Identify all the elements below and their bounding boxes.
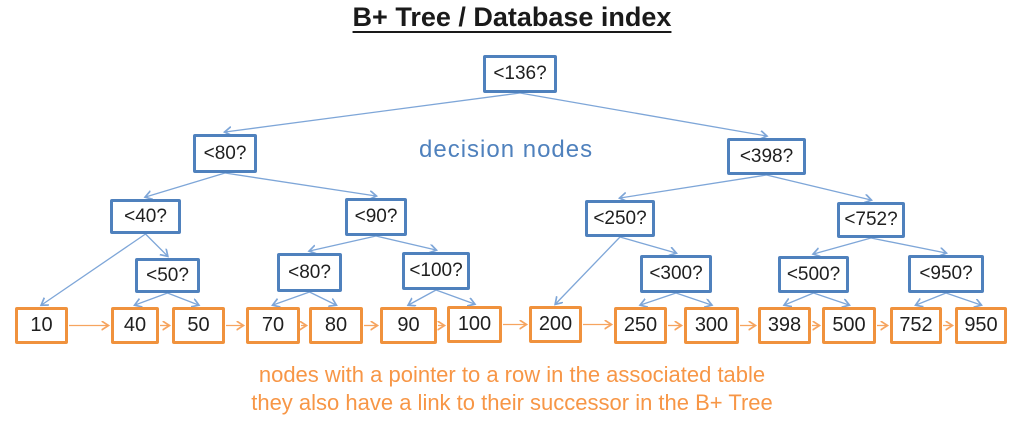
tree-edge [42, 233, 146, 305]
decision-node-752: <752? [837, 202, 905, 238]
tree-edge [273, 291, 310, 305]
tree-edge [785, 292, 814, 305]
leaf-node-398: 398 [758, 307, 811, 344]
leaf-node-500: 500 [822, 307, 876, 344]
leaf-node-50: 50 [172, 307, 225, 344]
decision-node-80b: <80? [277, 253, 342, 292]
decision-node-100: <100? [402, 252, 470, 290]
leaf-node-300: 300 [684, 307, 739, 344]
tree-edge [309, 291, 337, 305]
leaf-node-10: 10 [15, 307, 68, 344]
leaf-node-950: 950 [955, 307, 1007, 344]
decision-node-80: <80? [193, 134, 257, 173]
decision-node-398: <398? [727, 138, 806, 175]
decision-node-300: <300? [640, 255, 712, 293]
leaf-node-100: 100 [447, 306, 502, 343]
tree-edge [167, 292, 199, 305]
tree-edge [435, 289, 475, 304]
tree-edge [146, 172, 226, 197]
leaf-node-752: 752 [890, 307, 942, 344]
tree-edge [135, 292, 168, 305]
diagram-title: B+ Tree / Database index [352, 2, 672, 32]
tree-edge [814, 237, 872, 254]
tree-edge [620, 174, 767, 198]
tree-edge [145, 233, 168, 256]
tree-edge [375, 235, 436, 250]
tree-edge [916, 292, 947, 305]
tree-edge [675, 292, 712, 305]
leaf-node-80: 80 [309, 307, 363, 344]
tree-edge [619, 236, 676, 253]
decision-node-500: <500? [778, 256, 849, 293]
decision-node-90: <90? [345, 198, 407, 236]
decision-node-50: <50? [135, 258, 200, 293]
leaf-node-90: 90 [380, 307, 437, 344]
tree-edge [813, 292, 850, 305]
leaf-caption-line2: they also have a link to their successor… [251, 390, 773, 415]
decision-nodes-label: decision nodes [419, 136, 594, 163]
leaf-node-200: 200 [529, 306, 582, 343]
leaf-caption: nodes with a pointer to a row in the ass… [0, 361, 1024, 417]
decision-node-136: <136? [483, 55, 557, 93]
tree-edge [766, 174, 872, 200]
tree-edge [945, 292, 981, 305]
tree-edge [556, 236, 621, 304]
leaf-node-250: 250 [614, 307, 667, 344]
leaf-node-70: 70 [246, 307, 300, 344]
tree-edge [224, 172, 376, 196]
tree-edge [310, 235, 377, 251]
leaf-caption-line1: nodes with a pointer to a row in the ass… [258, 362, 766, 387]
decision-node-40: <40? [110, 199, 181, 234]
decision-node-950: <950? [908, 255, 984, 293]
tree-edge [519, 92, 767, 136]
tree-edge [409, 289, 437, 305]
decision-node-250: <250? [585, 200, 655, 237]
tree-edge [641, 292, 677, 305]
tree-edge [225, 92, 521, 132]
tree-edge [870, 237, 946, 253]
leaf-node-40: 40 [111, 307, 159, 344]
